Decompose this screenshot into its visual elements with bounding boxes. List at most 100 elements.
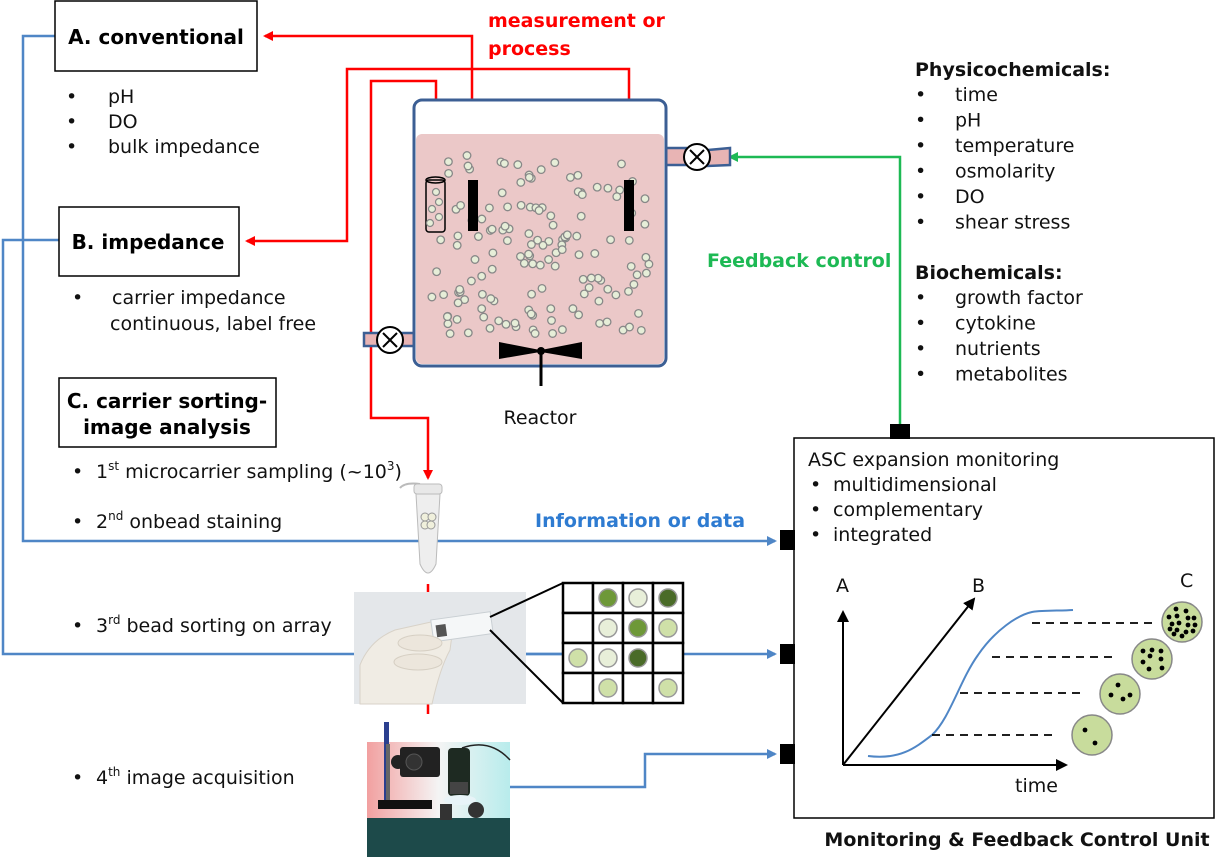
bead xyxy=(603,284,613,294)
bead xyxy=(611,290,621,300)
bead xyxy=(578,274,588,284)
measurement-label-2: process xyxy=(488,38,571,60)
array-well xyxy=(561,671,595,705)
svg-text:4th image acquisition: 4th image acquisition xyxy=(96,765,295,789)
cell-dot xyxy=(1108,692,1114,698)
bead xyxy=(640,194,650,204)
cell-carrier-2 xyxy=(1071,714,1113,756)
physicochemicals-list: Physicochemicals: •time•pH•temperature•o… xyxy=(915,59,1110,234)
svg-text:•: • xyxy=(915,212,926,234)
box-b-impedance: B. impedance xyxy=(58,206,240,277)
step-2: • 2nd onbead staining xyxy=(72,509,282,533)
bead xyxy=(500,221,510,231)
bead xyxy=(528,259,538,269)
bead xyxy=(594,296,604,306)
bead xyxy=(452,314,462,324)
bead xyxy=(537,283,547,293)
bead xyxy=(488,248,498,258)
list-item: temperature xyxy=(955,135,1074,157)
axis-b xyxy=(842,597,976,766)
bead xyxy=(477,289,487,299)
axis-b-label: B xyxy=(972,575,985,597)
step-4: • 4th image acquisition xyxy=(72,765,295,789)
list-item: cytokine xyxy=(955,313,1036,335)
bead xyxy=(579,289,589,299)
svg-text:•: • xyxy=(915,186,926,208)
list-item: pH xyxy=(955,110,981,132)
bead xyxy=(603,183,613,193)
bead xyxy=(548,329,558,338)
bead xyxy=(444,168,454,178)
cell-carrier-8 xyxy=(1131,638,1173,680)
cell-dot xyxy=(1174,613,1180,619)
bead xyxy=(466,276,476,286)
svg-text:•: • xyxy=(72,287,83,309)
bead xyxy=(577,190,587,200)
array-bead xyxy=(658,618,678,638)
bead xyxy=(632,270,642,280)
bead xyxy=(574,250,584,260)
bead xyxy=(547,316,556,325)
bead xyxy=(544,255,554,264)
bead xyxy=(477,214,487,224)
cell-dot xyxy=(1115,682,1121,688)
bead xyxy=(524,172,534,182)
bead xyxy=(602,317,612,327)
list-item: time xyxy=(955,84,998,106)
unit-heading: ASC expansion monitoring xyxy=(808,449,1059,471)
svg-text:•: • xyxy=(66,86,77,108)
bead xyxy=(629,279,639,289)
growth-curve xyxy=(867,609,1074,758)
bead xyxy=(487,224,497,234)
list-item: osmolarity xyxy=(955,161,1055,183)
cell-dot xyxy=(1192,622,1198,628)
bead xyxy=(535,260,545,270)
svg-text:2nd onbead staining: 2nd onbead staining xyxy=(96,509,282,533)
bead xyxy=(453,298,463,308)
cell-dot xyxy=(1158,656,1164,662)
bead xyxy=(486,294,496,304)
svg-text:•: • xyxy=(915,287,926,309)
array-well xyxy=(561,581,595,615)
bead xyxy=(503,202,513,212)
bead xyxy=(516,177,526,187)
step-3: • 3rd bead sorting on array xyxy=(72,613,332,637)
bead xyxy=(565,172,575,182)
bead xyxy=(636,325,646,335)
monitoring-unit: ASC expansion monitoring •multidimension… xyxy=(780,424,1215,819)
bead xyxy=(527,289,537,299)
bead xyxy=(463,328,473,338)
cell-dot xyxy=(1176,620,1182,626)
bead xyxy=(625,322,634,332)
bead xyxy=(439,290,449,300)
cell-dot xyxy=(1185,622,1191,628)
bead xyxy=(624,235,634,245)
bead xyxy=(641,268,651,278)
bead xyxy=(473,232,483,241)
bead xyxy=(576,211,586,221)
bead xyxy=(584,283,594,293)
bead xyxy=(562,230,572,240)
cell-dot xyxy=(1140,659,1146,665)
svg-text:•: • xyxy=(915,110,926,132)
bead xyxy=(445,329,455,339)
list-item: integrated xyxy=(833,524,932,546)
box-a-conventional: A. conventional xyxy=(54,0,258,72)
bead xyxy=(617,159,626,169)
bead xyxy=(536,165,546,175)
array-bead xyxy=(628,618,648,638)
cell-dot xyxy=(1159,665,1165,671)
list-item: shear stress xyxy=(955,212,1070,234)
bead xyxy=(526,309,536,319)
bead xyxy=(477,271,487,281)
bead xyxy=(477,304,487,314)
array-bead xyxy=(598,648,618,668)
bead xyxy=(568,304,578,314)
cell-dot xyxy=(1173,606,1179,612)
cell-dot xyxy=(1146,666,1152,672)
box-c-sorting: C. carrier sorting- image analysis xyxy=(58,377,277,448)
bead xyxy=(626,261,636,271)
bead xyxy=(487,264,497,274)
data-port-3 xyxy=(780,744,795,764)
bead xyxy=(574,310,584,320)
